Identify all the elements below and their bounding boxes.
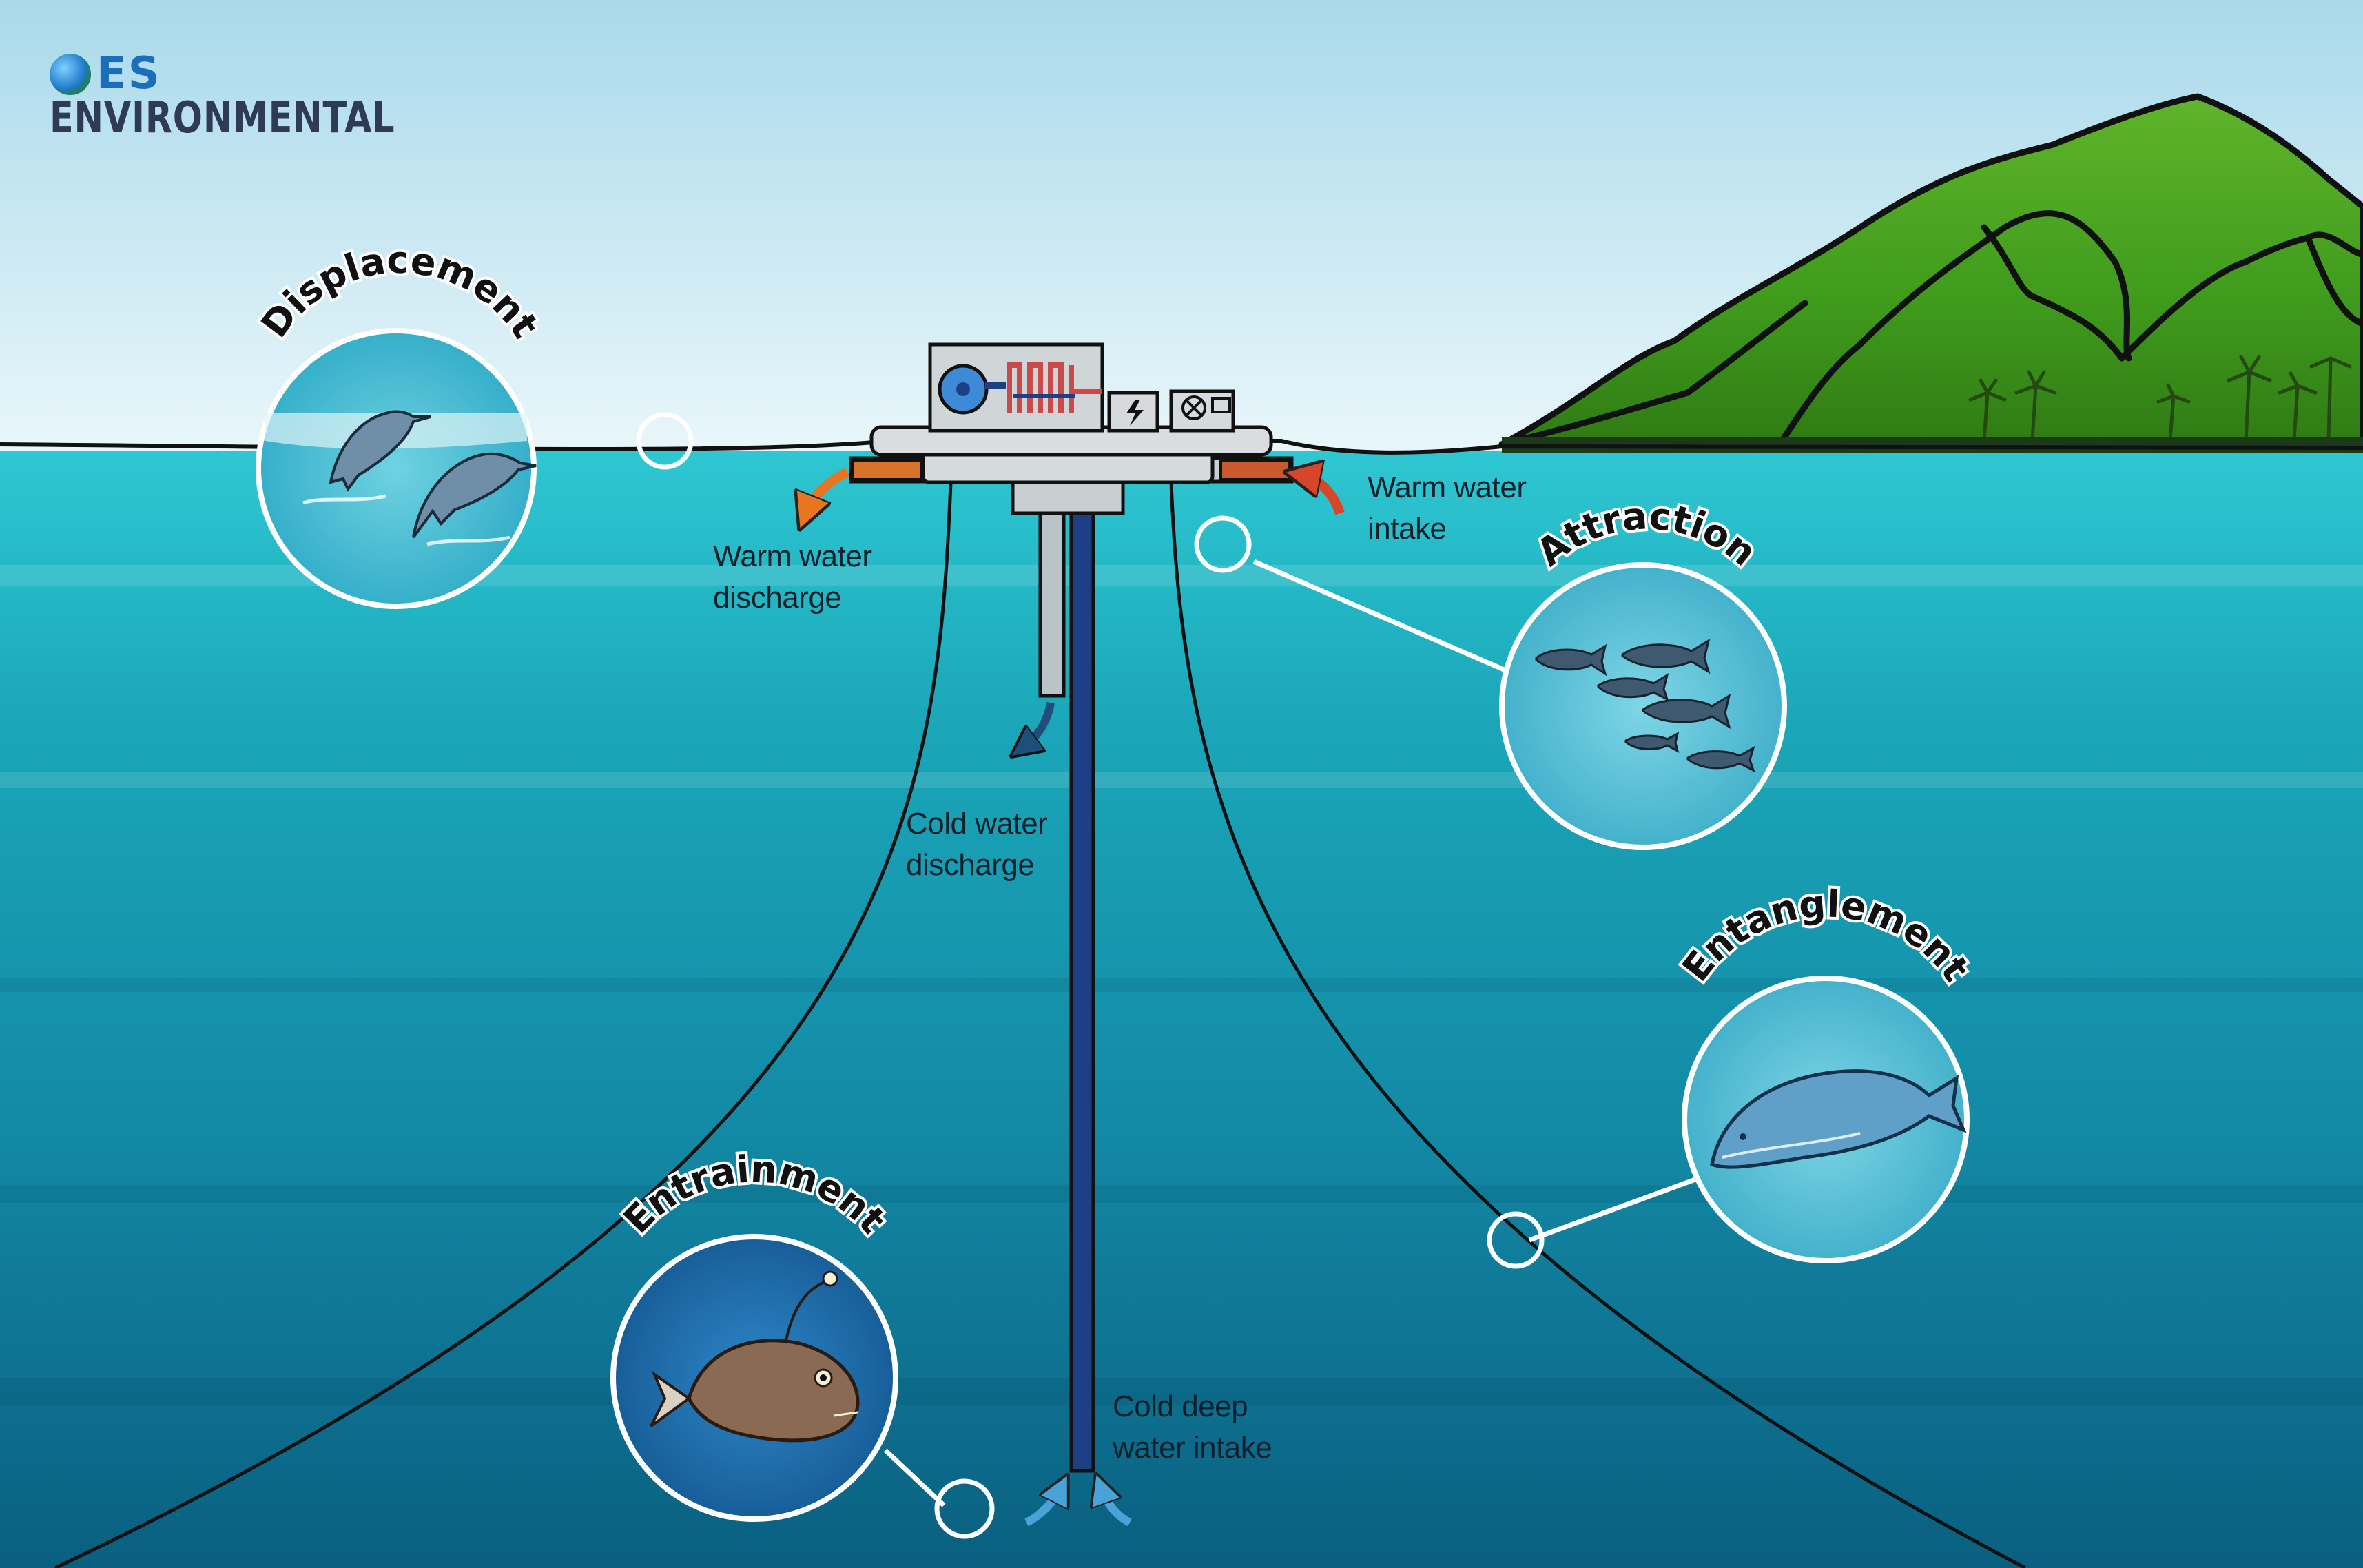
warm-discharge-port bbox=[852, 459, 923, 481]
pointer-ring-entanglement bbox=[1487, 1211, 1545, 1269]
mooring-line-left bbox=[54, 482, 953, 1568]
logo-es-text: ES bbox=[96, 48, 161, 99]
entrainment-bubble bbox=[610, 1234, 898, 1522]
sea bbox=[0, 451, 2363, 1568]
cold-deep-water-intake-label: Cold deep water intake bbox=[1113, 1390, 1272, 1465]
cold-discharge-arrow bbox=[1023, 701, 1055, 747]
pointer-ring-attraction bbox=[1194, 515, 1252, 573]
attraction-bubble bbox=[1499, 562, 1787, 850]
pointer-ring-entrainment bbox=[934, 1478, 995, 1539]
dolphin-icon bbox=[329, 410, 537, 539]
pointer-ring-displacement bbox=[636, 412, 694, 470]
heat-exchanger-icon bbox=[1007, 362, 1102, 413]
cold-intake-arrow-right bbox=[1101, 1488, 1132, 1527]
cold-intake-arrow-left bbox=[1024, 1488, 1061, 1527]
pump-icon bbox=[1182, 395, 1206, 420]
anglerfish-icon bbox=[650, 1270, 860, 1443]
warm-intake-arrow bbox=[1302, 475, 1345, 515]
warm-water-discharge-label: Warm water discharge bbox=[713, 539, 872, 615]
cold-water-discharge-label: Cold water discharge bbox=[906, 807, 1048, 882]
whale-icon bbox=[1710, 1069, 1967, 1169]
lure-icon bbox=[822, 1270, 838, 1287]
globe-icon bbox=[50, 54, 91, 95]
cold-water-pipe bbox=[1069, 508, 1095, 1473]
otec-platform bbox=[849, 342, 1294, 515]
mooring-line-right bbox=[1169, 482, 2027, 1568]
fish-school-icon bbox=[1535, 638, 1755, 772]
warm-water-intake-label: Warm water intake bbox=[1368, 471, 1527, 546]
discharge-pipe bbox=[1038, 508, 1066, 698]
entanglement-bubble bbox=[1682, 976, 1970, 1263]
palm-trees-icon bbox=[1968, 355, 2352, 443]
lightning-icon bbox=[1126, 400, 1144, 426]
logo-environmental-text: ENVIRONMENTAL bbox=[50, 92, 395, 143]
callout-connectors bbox=[883, 559, 1710, 1507]
displacement-bubble bbox=[256, 328, 537, 609]
warm-intake-port bbox=[1219, 459, 1291, 481]
warm-discharge-arrow bbox=[806, 467, 850, 513]
